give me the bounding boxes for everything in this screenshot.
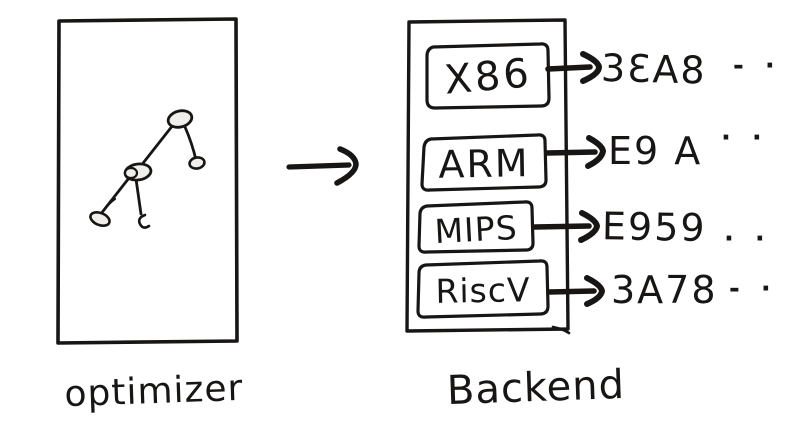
- output-arm-dots: · ·: [721, 123, 768, 153]
- output-mips-dots: · ·: [724, 224, 771, 254]
- tree-node-leaf-right: [188, 156, 206, 170]
- tree-edge: [183, 125, 198, 162]
- tree-node-leaf-bottom: [137, 213, 151, 229]
- output-arm: E9 A: [608, 129, 702, 173]
- target-label-riscv: RiscV: [435, 270, 531, 311]
- arrow-shaft: [532, 223, 592, 230]
- output-riscv: 3A78: [611, 268, 718, 312]
- target-mips: MIPS E959 · ·: [417, 200, 771, 254]
- arrow-head: [584, 275, 605, 307]
- optimizer-box: [56, 17, 239, 345]
- target-label-x86: X86: [443, 50, 534, 103]
- target-box-arm: [420, 133, 548, 192]
- target-riscv: RiscV 3A78 - ·: [416, 259, 777, 319]
- backend-section: X86 3ƐA8 - · ARM E9 A · ·: [405, 18, 781, 414]
- ast-tree-sketch: [89, 109, 206, 229]
- tree-edge: [138, 123, 175, 169]
- output-mips: E959: [602, 204, 707, 250]
- backend-box: [405, 18, 570, 333]
- arrow-arm-icon: [544, 135, 606, 169]
- backend-label: Backend: [446, 362, 626, 414]
- tree-edge: [134, 177, 143, 216]
- tree-node-root: [166, 109, 194, 129]
- target-box-x86: [425, 42, 551, 110]
- arrow-shaft: [546, 288, 597, 295]
- arrow-riscv-icon: [546, 275, 605, 307]
- target-x86: X86 3ƐA8 - ·: [425, 42, 781, 110]
- arrow-mips-icon: [532, 210, 600, 243]
- target-label-arm: ARM: [438, 141, 530, 187]
- arrow-x86-icon: [545, 51, 602, 84]
- backend-box-pen-tick: [551, 325, 571, 335]
- pen-stray-stroke: [104, 197, 117, 209]
- output-x86-dots: - ·: [733, 51, 781, 81]
- arrow-shaft: [545, 64, 593, 72]
- flow-arrow-shaft: [286, 162, 352, 170]
- optimizer-section: optimizer: [56, 17, 244, 415]
- target-box-riscv: [416, 259, 550, 319]
- tree-node-leaf-left: [89, 210, 111, 228]
- optimizer-label: optimizer: [64, 368, 244, 415]
- tree-node-mid-loop: [123, 166, 139, 180]
- arrow-head: [578, 210, 600, 243]
- flow-arrow-head: [334, 146, 359, 186]
- output-riscv-dots: - ·: [729, 274, 777, 304]
- arrow-shaft: [544, 149, 598, 156]
- output-x86: 3ƐA8: [600, 46, 707, 93]
- target-arm: ARM E9 A · ·: [420, 123, 768, 192]
- arrow-head: [580, 51, 602, 84]
- target-label-mips: MIPS: [434, 208, 519, 251]
- target-box-mips: [417, 200, 535, 254]
- flow-arrow-icon: [286, 146, 359, 186]
- tree-edge: [98, 176, 131, 217]
- arrow-head: [585, 135, 606, 169]
